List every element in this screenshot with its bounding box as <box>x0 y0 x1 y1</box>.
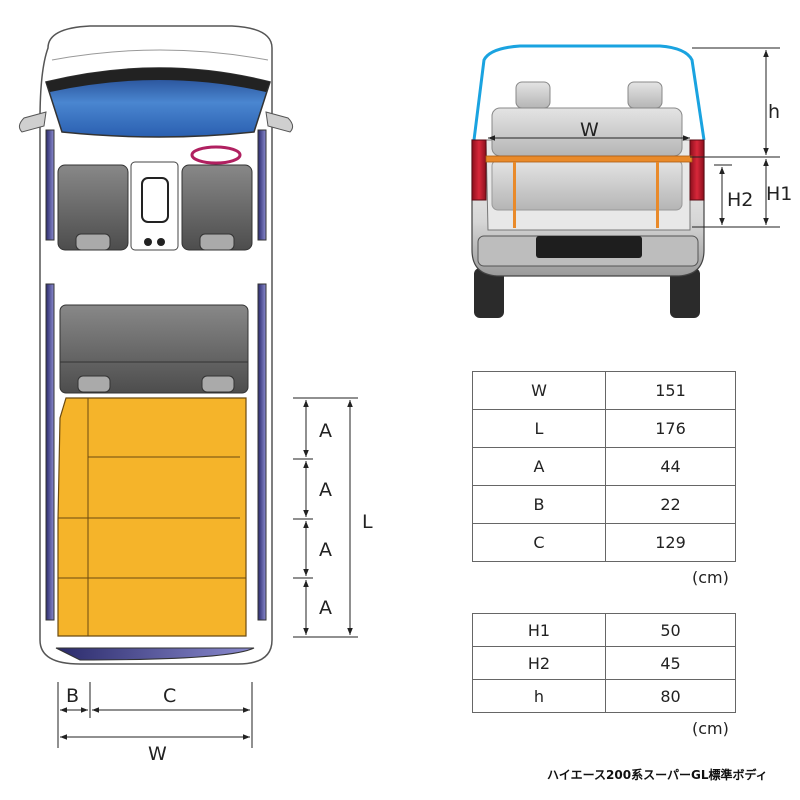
label-b: B <box>66 685 79 707</box>
table-key-cell: H1 <box>472 613 606 647</box>
rear-seat-headrest-left <box>515 81 551 109</box>
bench-headrest-left <box>77 375 111 393</box>
bed-mattress <box>57 397 247 637</box>
label-l: L <box>362 511 373 533</box>
table-key-cell: C <box>472 523 606 562</box>
rear-window <box>55 647 255 661</box>
table-row: B 22 <box>472 485 736 524</box>
tail-light-right <box>689 139 705 201</box>
spec-table-dimensions: W 151 L 176 A 44 B 22 C 129 <box>472 371 736 562</box>
label-a2: A <box>319 479 332 501</box>
vehicle-model-caption: ハイエース200系スーパーGL標準ボディ <box>547 768 768 782</box>
spec-table-heights: H1 50 H2 45 h 80 <box>472 613 736 713</box>
side-window-right-rear <box>257 283 267 621</box>
label-w-rear: W <box>580 119 599 141</box>
table-key-cell: B <box>472 485 606 524</box>
console-panel <box>141 177 169 223</box>
table-row: C 129 <box>472 523 736 562</box>
table-row: H2 45 <box>472 646 736 680</box>
label-a3: A <box>319 539 332 561</box>
table-value-cell: 151 <box>605 371 736 410</box>
top-view-dimension-labels: A A A A L B C W <box>66 420 373 765</box>
table-key-cell: h <box>472 679 606 713</box>
bench-headrest-right <box>201 375 235 393</box>
table-key-cell: H2 <box>472 646 606 680</box>
table-row: A 44 <box>472 447 736 486</box>
middle-bench-seat <box>59 304 249 394</box>
steering-wheel-icon <box>190 145 242 165</box>
windshield-top-strip <box>46 68 270 92</box>
table-value-cell: 129 <box>605 523 736 562</box>
van-top-view <box>18 25 294 665</box>
label-c: C <box>163 685 176 707</box>
license-plate-area <box>536 236 642 258</box>
table2-unit-label: (cm) <box>692 719 729 738</box>
table-value-cell: 45 <box>605 646 736 680</box>
side-window-right-front <box>257 129 267 241</box>
top-view-dimensions <box>57 397 358 748</box>
rear-view-dimension-labels: W h H1 H2 <box>580 101 792 211</box>
rear-seat-cushion <box>491 159 683 211</box>
table-key-cell: A <box>472 447 606 486</box>
side-window-left-front <box>45 129 55 241</box>
table-row: h 80 <box>472 679 736 713</box>
console-knob-2 <box>157 238 165 246</box>
side-window-left-rear <box>45 283 55 621</box>
bed-frame-leg-right <box>656 162 659 228</box>
label-h1: H1 <box>766 183 792 205</box>
hood-line <box>51 49 269 61</box>
label-w-top: W <box>148 743 167 765</box>
table-value-cell: 80 <box>605 679 736 713</box>
rear-view-dimensions <box>488 47 780 228</box>
table-value-cell: 176 <box>605 409 736 448</box>
table-value-cell: 22 <box>605 485 736 524</box>
rear-tire-right <box>670 268 700 318</box>
label-h: h <box>768 101 780 123</box>
left-mirror <box>18 111 47 133</box>
tail-light-left <box>471 139 487 201</box>
label-a1: A <box>319 420 332 442</box>
rear-seat-headrest-right <box>627 81 663 109</box>
console-knob-1 <box>144 238 152 246</box>
label-h2: H2 <box>727 189 753 211</box>
bed-frame-leg-left <box>513 162 516 228</box>
bed-frame-top <box>485 155 693 163</box>
van-rear-view <box>471 44 706 318</box>
table-row: W 151 <box>472 371 736 410</box>
table-row: H1 50 <box>472 613 736 647</box>
table-key-cell: L <box>472 409 606 448</box>
table-key-cell: W <box>472 371 606 410</box>
table-row: L 176 <box>472 409 736 448</box>
table-value-cell: 44 <box>605 447 736 486</box>
right-mirror <box>265 111 294 133</box>
label-a4: A <box>319 597 332 619</box>
rear-tire-left <box>474 268 504 318</box>
passenger-seat-headrest <box>199 233 235 251</box>
table1-unit-label: (cm) <box>692 568 729 587</box>
table-value-cell: 50 <box>605 613 736 647</box>
driver-seat-headrest <box>75 233 111 251</box>
